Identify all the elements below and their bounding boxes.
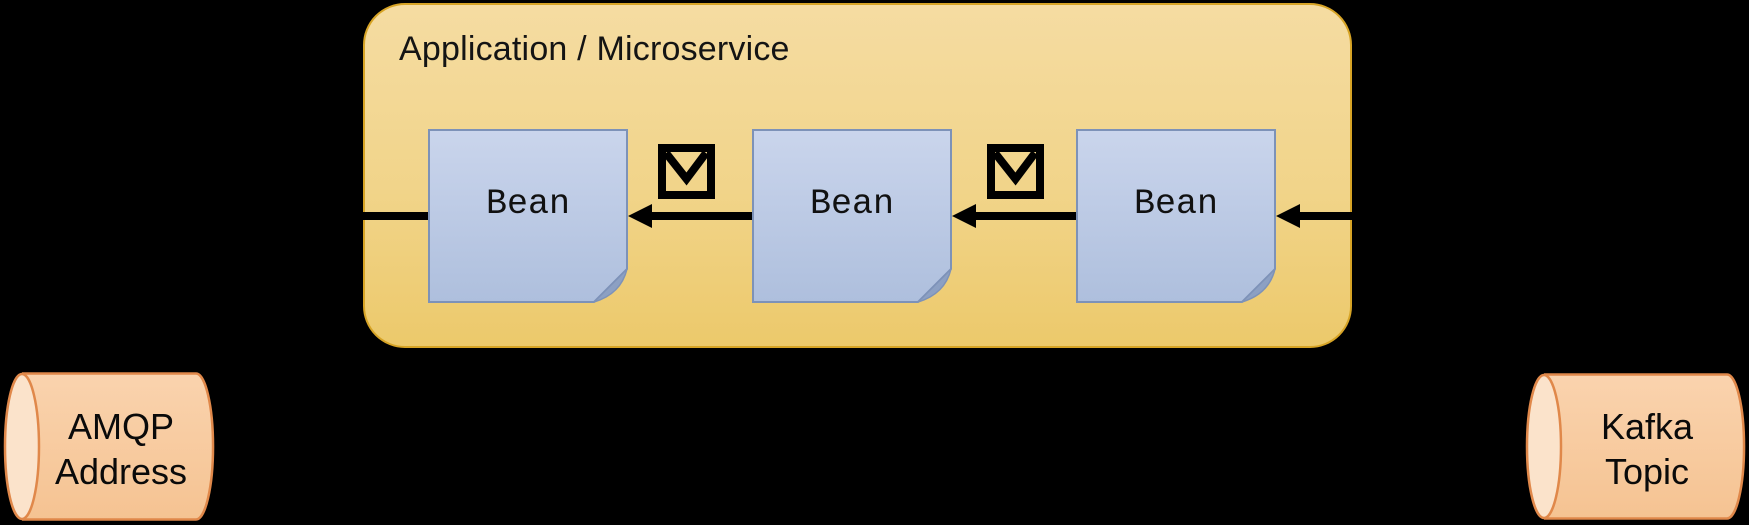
message-envelope-icon xyxy=(987,144,1044,199)
bean-node-1: Bean xyxy=(428,129,628,303)
amqp-address-cylinder xyxy=(3,372,215,521)
bean-label: Bean xyxy=(1133,184,1218,224)
kafka-topic-cylinder xyxy=(1525,373,1747,520)
amqp-label-line1: AMQP xyxy=(67,406,174,447)
kafka-label-line1: Kafka xyxy=(1600,406,1694,447)
message-envelope-icon xyxy=(658,144,715,199)
note-shape-icon xyxy=(428,129,628,303)
bean-label: Bean xyxy=(485,184,570,224)
kafka-label-line2: Topic xyxy=(1604,451,1690,492)
cylinder-shape-icon xyxy=(3,372,215,521)
application-title: Application / Microservice xyxy=(399,30,790,68)
bean-label: Bean xyxy=(809,184,894,224)
bean-node-2: Bean xyxy=(752,129,952,303)
note-shape-icon xyxy=(1076,129,1276,303)
cylinder-shape-icon xyxy=(1525,373,1746,520)
bean-node-3: Bean xyxy=(1076,129,1276,303)
kafka-topic-label: Kafka Topic xyxy=(1536,404,1749,494)
note-shape-icon xyxy=(752,129,952,303)
amqp-label-line2: Address xyxy=(54,451,188,492)
amqp-address-label: AMQP Address xyxy=(15,404,227,494)
